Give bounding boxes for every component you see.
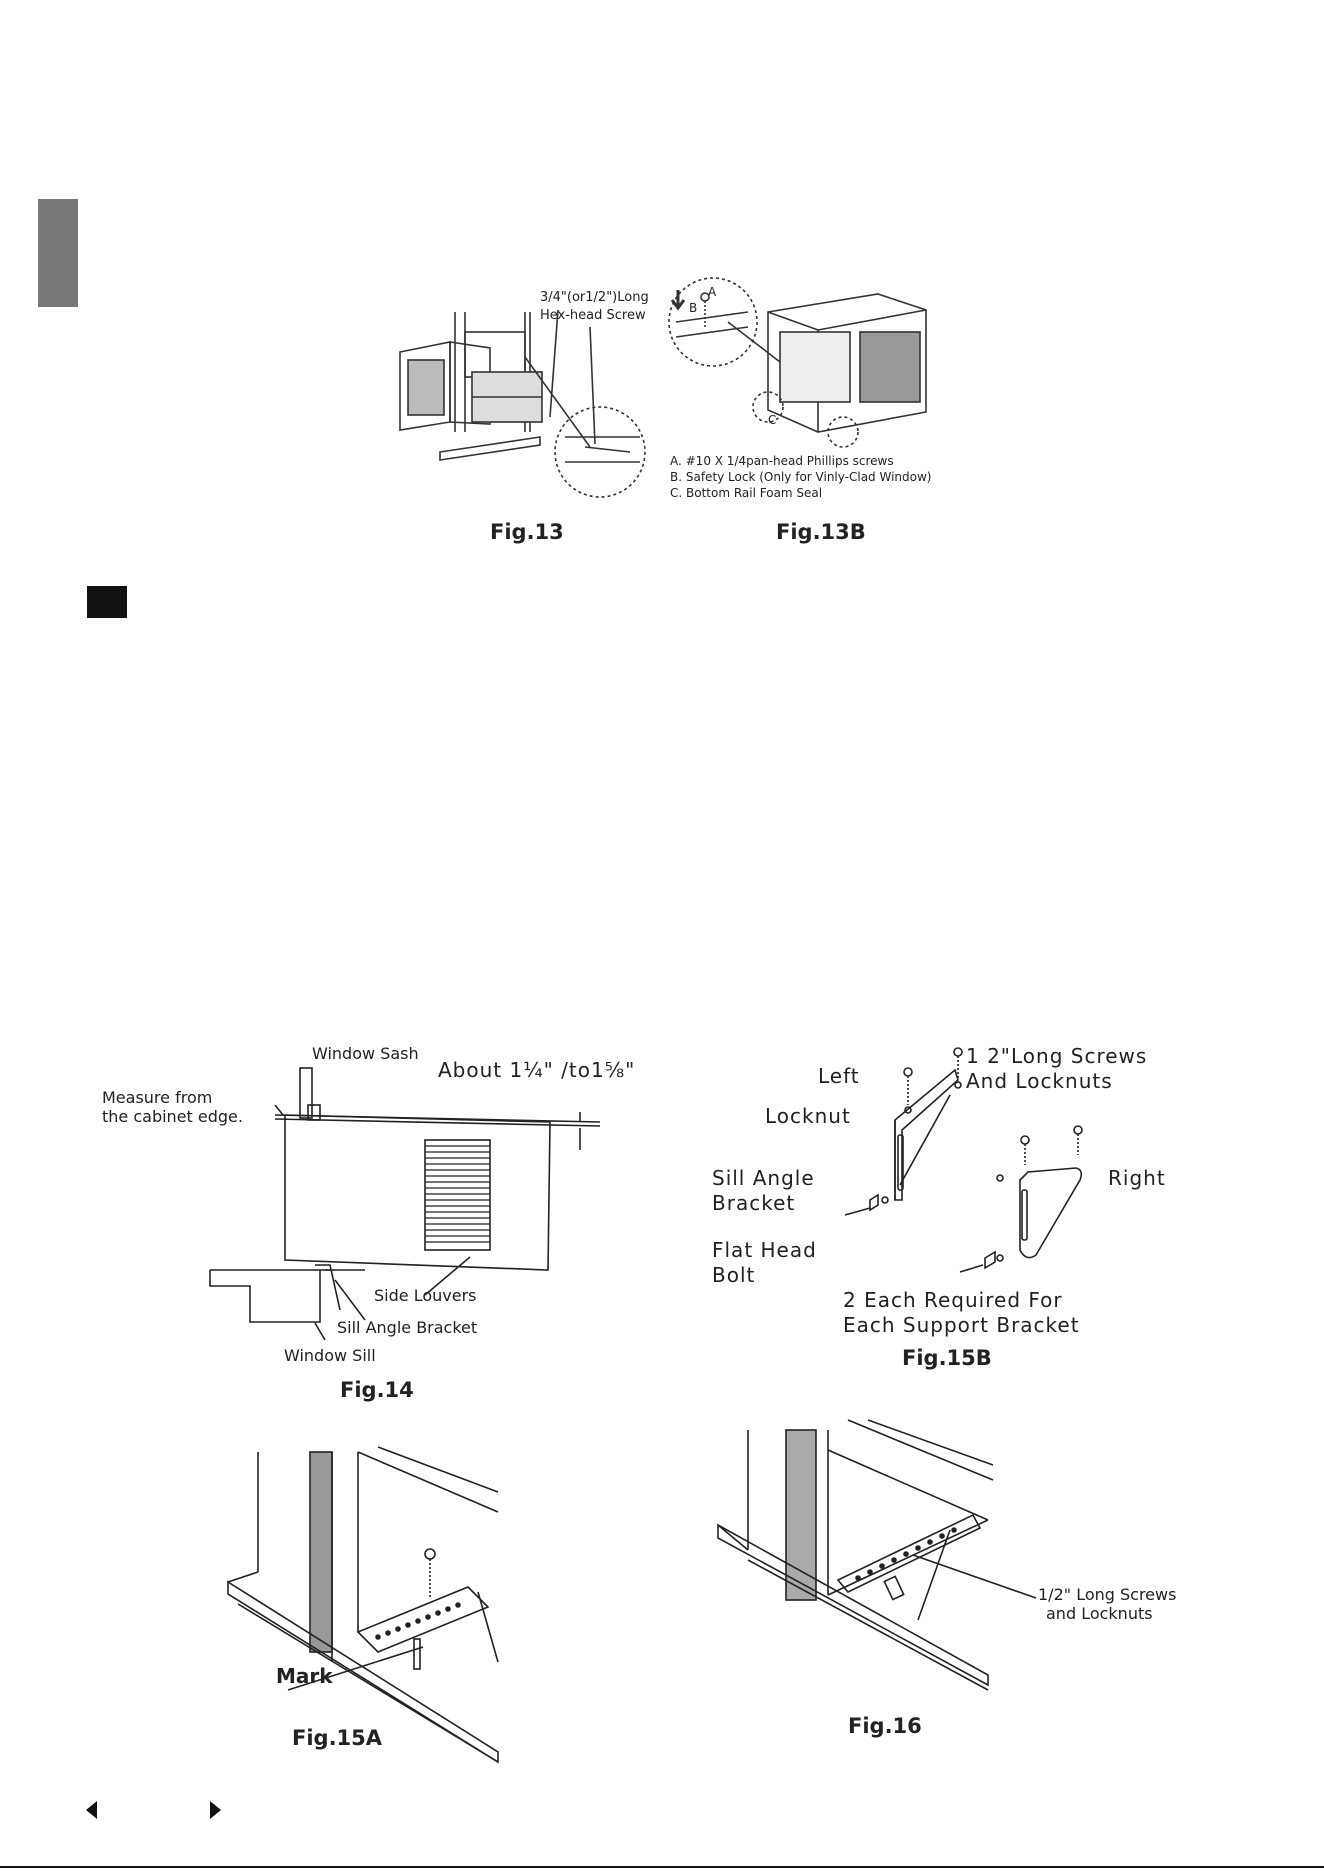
- fig15a-caption: Fig.15A: [292, 1726, 383, 1750]
- fig13b-callout-c: C: [768, 413, 777, 427]
- fig13b-legend-item: A. #10 X 1/4pan-head Phillips screws: [670, 454, 894, 468]
- fig13b-callout-b: B: [689, 301, 698, 315]
- fig14-about: About 1¼" /to1⅝": [438, 1058, 636, 1082]
- fig13b-caption: Fig.13B: [776, 520, 866, 544]
- fig16-caption: Fig.16: [848, 1714, 922, 1738]
- fig15b-screws-line2: And Locknuts: [966, 1069, 1113, 1093]
- fig15b-bolt-line2: Bolt: [712, 1263, 756, 1287]
- fig14-measure-line2: the cabinet edge.: [102, 1107, 243, 1127]
- section-marker: [87, 586, 127, 618]
- fig13-illustration: [399, 309, 646, 498]
- bottom-rule: [0, 1866, 1324, 1868]
- fig15a-mark: Mark: [276, 1664, 333, 1688]
- fig13-screw-label-line2: Hex-head Screw: [540, 307, 646, 323]
- fig14-side-louvers: Side Louvers: [374, 1286, 477, 1305]
- fig15b-caption: Fig.15B: [902, 1346, 992, 1370]
- fig16-screws-line1: 1/2" Long Screws: [1038, 1585, 1177, 1604]
- fig15b-screws-line1: 1 2"Long Screws: [966, 1044, 1148, 1068]
- fig14-window-sill: Window Sill: [284, 1346, 376, 1365]
- fig13b-illustration: [668, 277, 927, 448]
- triangle-right-icon[interactable]: [210, 1801, 221, 1819]
- fig13b-legend: A. #10 X 1/4pan-head Phillips screws B. …: [670, 453, 931, 502]
- fig13-screw-label-line1: 3/4"(or1/2")Long: [540, 290, 649, 305]
- fig16-screws-line2: and Locknuts: [1046, 1604, 1153, 1624]
- fig13b-legend-item: C. Bottom Rail Foam Seal: [670, 486, 823, 501]
- fig14-window-sash: Window Sash: [312, 1044, 419, 1063]
- fig13b-legend-item: B. Safety Lock (Only for Vinly-Clad Wind…: [670, 470, 932, 485]
- fig15b-required-line1: 2 Each Required For: [843, 1288, 1063, 1312]
- fig14-measure-line1: Measure from: [102, 1088, 213, 1107]
- triangle-left-icon[interactable]: [86, 1801, 97, 1819]
- fig15b-illustration: [844, 1047, 1083, 1273]
- fig14-caption: Fig.14: [340, 1378, 414, 1402]
- fig13-caption: Fig.13: [490, 520, 564, 544]
- fig15b-right: Right: [1108, 1166, 1166, 1190]
- fig15b-required-line2: Each Support Bracket: [843, 1313, 1080, 1337]
- fig13b-callout-a: A: [708, 285, 717, 299]
- fig14-illustration: [209, 1067, 601, 1341]
- fig15b-sill-line1: Sill Angle: [712, 1166, 815, 1190]
- fig14-sill-angle-bracket: Sill Angle Bracket: [337, 1318, 478, 1337]
- fig15a-illustration: [227, 1446, 499, 1764]
- fig15b-left: Left: [818, 1064, 860, 1088]
- fig15b-locknut: Locknut: [765, 1104, 851, 1128]
- section-tab: [38, 199, 78, 307]
- fig15b-bolt-line1: Flat Head: [712, 1238, 817, 1262]
- fig16-illustration: [717, 1419, 1037, 1691]
- fig15b-sill-line2: Bracket: [712, 1191, 796, 1215]
